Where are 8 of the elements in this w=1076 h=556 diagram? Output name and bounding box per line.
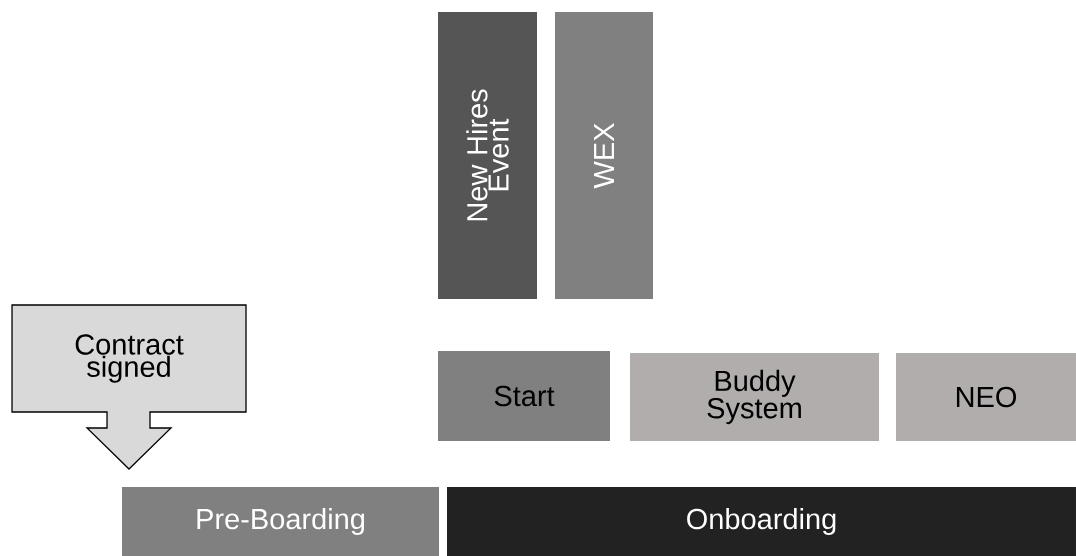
event-bar: WEX xyxy=(555,12,653,299)
arrow-callout: Contract signed xyxy=(11,304,247,470)
event-bar: New Hires Event xyxy=(438,12,537,299)
step-box: Start xyxy=(438,351,610,441)
phase-bar: Onboarding xyxy=(447,487,1076,556)
step-box: NEO xyxy=(896,353,1076,441)
phase-bar: Pre-Boarding xyxy=(122,487,439,556)
step-box: Buddy System xyxy=(630,353,879,441)
